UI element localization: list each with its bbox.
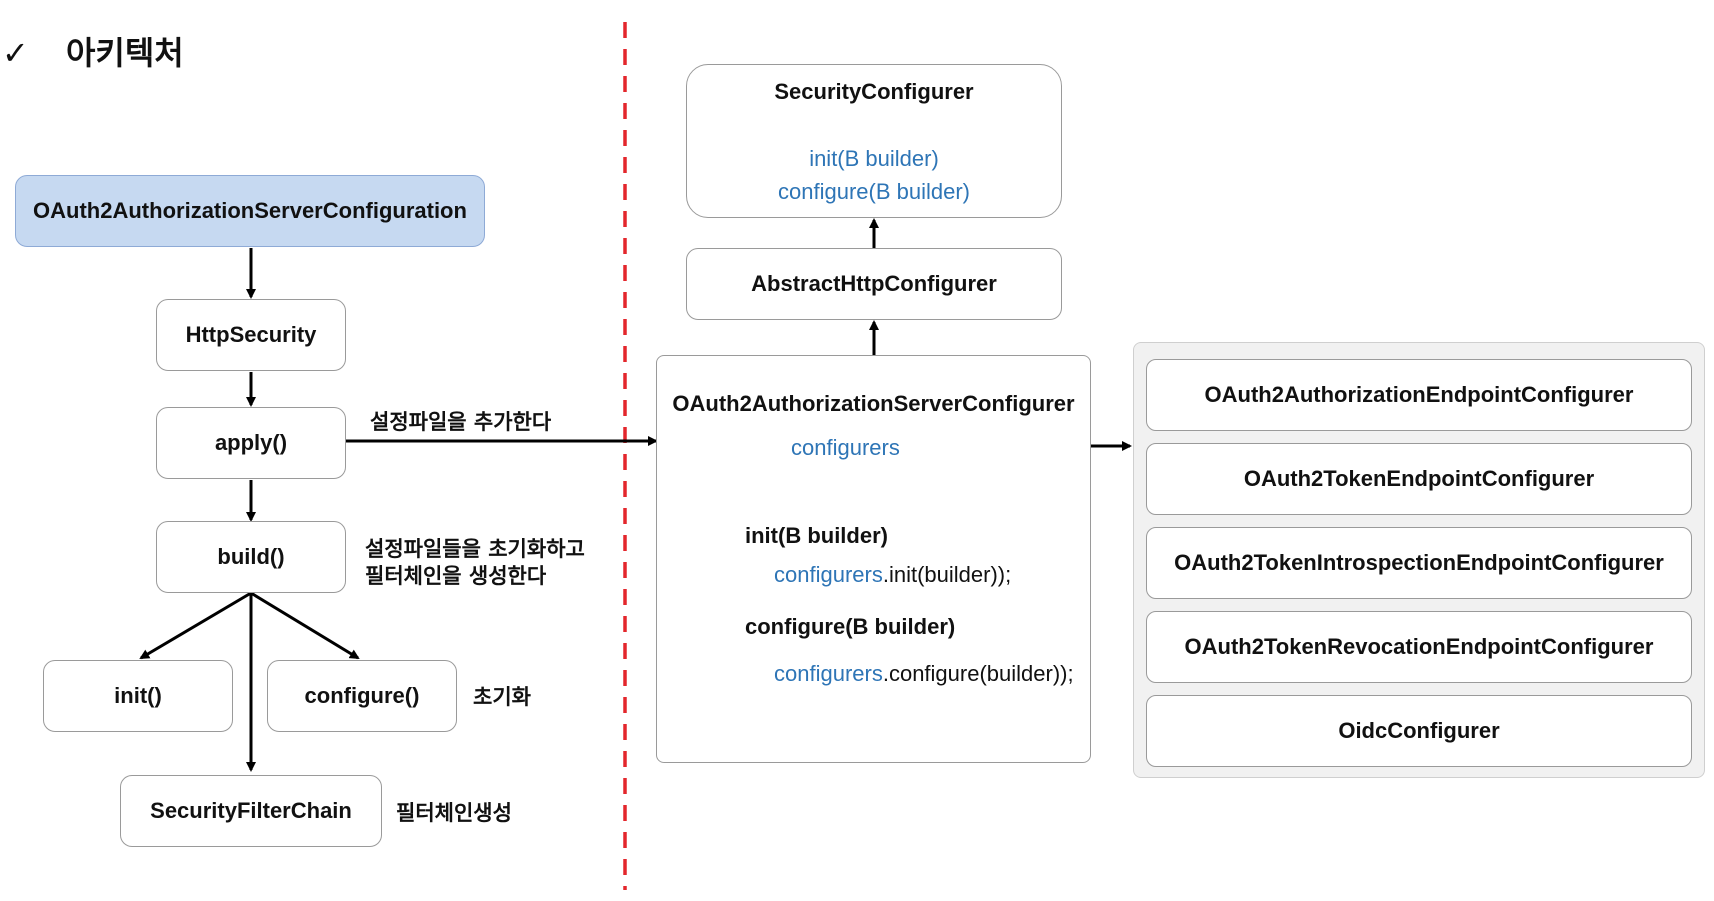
security-configurer-box: SecurityConfigurer init(B builder) confi…: [686, 64, 1062, 218]
label-build-line2: 필터체인을 생성한다: [365, 564, 547, 588]
security-configurer-method-configure: configure(B builder): [778, 179, 970, 204]
server-configurer-title: OAuth2AuthorizationServerConfigurer: [672, 391, 1075, 416]
init-box: init(): [43, 660, 233, 732]
configurer-item: OAuth2TokenIntrospectionEndpointConfigur…: [1146, 527, 1692, 599]
server-configurer-configure-body: configurers.configure(builder));: [774, 661, 1074, 686]
security-filter-chain-box: SecurityFilterChain: [120, 775, 382, 847]
label-apply: 설정파일을 추가한다: [370, 410, 552, 434]
server-configurer-init-body: configurers.init(builder));: [774, 562, 1012, 587]
page-title: ✓ 아키텍처: [2, 28, 184, 74]
abstract-http-configurer-box: AbstractHttpConfigurer: [686, 248, 1062, 320]
configurer-item: OidcConfigurer: [1146, 695, 1692, 767]
security-configurer-method-init: init(B builder): [809, 146, 939, 171]
arrow-build-to-init: [139, 591, 252, 660]
server-configurer-field: configurers: [791, 435, 900, 460]
oauth2-authorization-server-configurer-box: OAuth2AuthorizationServerConfigurer conf…: [656, 355, 1091, 763]
check-icon: ✓: [2, 34, 29, 72]
security-configurer-title: SecurityConfigurer: [774, 79, 974, 104]
label-init: 초기화: [473, 685, 531, 709]
http-security-box: HttpSecurity: [156, 299, 346, 371]
build-box: build(): [156, 521, 346, 593]
oauth2-authorization-server-configuration-box: OAuth2AuthorizationServerConfiguration: [15, 175, 485, 247]
title-text: 아키텍처: [65, 34, 184, 72]
configurer-item: OAuth2TokenEndpointConfigurer: [1146, 443, 1692, 515]
configurer-item: OAuth2AuthorizationEndpointConfigurer: [1146, 359, 1692, 431]
arrow-build-to-configure: [250, 591, 360, 660]
apply-box: apply(): [156, 407, 346, 479]
server-configurer-init-signature: init(B builder): [745, 523, 888, 548]
configurer-item: OAuth2TokenRevocationEndpointConfigurer: [1146, 611, 1692, 683]
configure-box: configure(): [267, 660, 457, 732]
label-chain: 필터체인생성: [396, 801, 512, 825]
server-configurer-configure-signature: configure(B builder): [745, 614, 956, 639]
label-build-line1: 설정파일들을 초기화하고: [365, 537, 585, 561]
